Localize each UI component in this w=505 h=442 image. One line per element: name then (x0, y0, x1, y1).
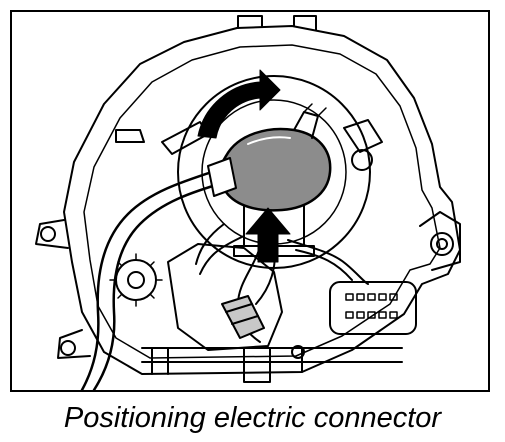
terminal-block (329, 281, 417, 335)
connector-clip-wire (303, 103, 327, 117)
housing-inner-rim (83, 44, 441, 359)
level-motor-housing (167, 243, 283, 351)
clip-right-upper (343, 119, 383, 153)
top-tab-left (237, 15, 263, 29)
diagram-caption: Positioning electric connector (63, 402, 442, 434)
inline-connector-latch (225, 303, 259, 325)
clip-slot-left (115, 129, 145, 143)
rotate-arrow (197, 69, 281, 139)
adjuster-gear-hub (127, 271, 145, 289)
connector-clip (293, 111, 319, 139)
diagram-frame (10, 10, 490, 392)
clip-right-round (351, 149, 373, 171)
mount-screw-right (436, 238, 448, 250)
top-tab-right (293, 15, 317, 31)
push-arrow (245, 207, 291, 263)
inline-connector (221, 295, 265, 339)
bulb-holder-flange (233, 245, 315, 257)
mount-hole-bottom-left (60, 340, 76, 356)
connector-cable-inner (80, 166, 226, 390)
bottom-rail-post-1 (151, 347, 169, 375)
mount-lug-left (35, 219, 69, 249)
mount-hole-left (40, 226, 56, 242)
terminal-pins (345, 293, 398, 319)
mount-lug-bottom-left (57, 329, 91, 359)
mount-lug-right (419, 211, 461, 271)
bottom-rail (141, 347, 403, 363)
electric-connector (218, 127, 332, 212)
housing-outline (63, 25, 461, 375)
connector-highlight (247, 136, 291, 145)
connector-boot (207, 157, 237, 197)
bottom-rail-post-2 (243, 347, 271, 383)
bottom-screw (291, 345, 305, 359)
connector-cable-outer (92, 180, 228, 390)
mount-hole-right (430, 232, 454, 256)
adjuster-gear-teeth (109, 253, 163, 307)
headlamp-diagram (35, 15, 461, 390)
